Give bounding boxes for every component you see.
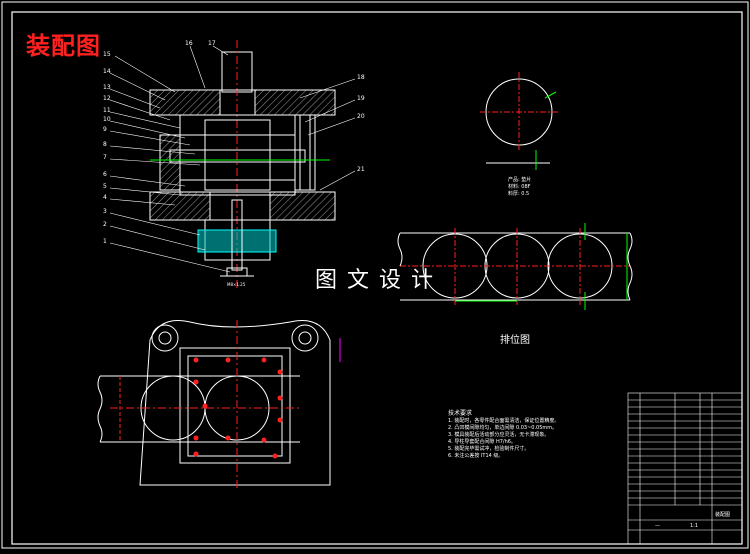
blank-part-view <box>480 72 558 170</box>
part-numbers-right: 18 19 20 21 <box>299 74 365 191</box>
tech-line: 6. 未注公差按 IT14 级。 <box>448 453 504 459</box>
assembly-section-view: M8×1.25 <box>149 40 336 290</box>
part-number: 9 <box>103 126 107 133</box>
part-number: 18 <box>357 74 365 81</box>
die-plan-view <box>97 320 341 490</box>
technical-requirements: 技术要求 1. 装配时，各零件配合面需清洁，保证位置精度。 2. 凸凹模间隙均匀… <box>448 410 598 460</box>
part-number: 4 <box>103 194 107 201</box>
part-number: 13 <box>103 84 111 91</box>
blank-part-note: 产品: 垫片 材料: 08F 料厚: 0.5 <box>508 177 531 198</box>
part-number: 5 <box>103 183 107 190</box>
strip-layout-caption: 排位图 <box>500 335 530 346</box>
guide-post-right <box>294 114 316 191</box>
part-numbers-top: 16 17 <box>185 40 229 89</box>
part-leaders-left <box>109 55 231 273</box>
part-number: 21 <box>357 166 365 173</box>
part-number: 2 <box>103 221 107 228</box>
part-number: 6 <box>103 171 107 178</box>
part-number: 19 <box>357 95 365 102</box>
tech-line: 4. 导柱导套配合间隙 H7/h6。 <box>448 439 516 445</box>
title-block-scale: 1:1 <box>690 523 698 529</box>
stripper-plate <box>169 149 306 163</box>
tech-line: 3. 模具装配后活动部分应灵活，无卡滞现象。 <box>448 432 550 438</box>
inner-frame <box>11 11 743 545</box>
part-number: 20 <box>357 113 365 120</box>
drawing-title: 装配图 <box>26 32 101 60</box>
tech-heading: 技术要求 <box>448 410 473 417</box>
part-number: 15 <box>103 51 111 58</box>
die-plate <box>179 179 296 196</box>
part-number: 1 <box>103 238 107 245</box>
watermark-text: 图文设计 <box>315 268 444 293</box>
part-number: 3 <box>103 208 107 215</box>
title-block-drawing-name: 装配图 <box>715 511 730 518</box>
rubber-spring <box>197 229 277 253</box>
note-line: 产品: 垫片 <box>508 177 532 183</box>
svg-text:M8×1.25: M8×1.25 <box>227 282 246 287</box>
title-block <box>627 392 743 545</box>
part-number: 7 <box>103 154 107 161</box>
note-line: 料厚: 0.5 <box>508 191 530 197</box>
tech-line: 2. 凸凹模间隙均匀，单边间隙 0.03~0.05mm。 <box>448 425 558 431</box>
strip-layout-view <box>397 223 633 310</box>
title-block-material: — <box>655 523 660 529</box>
tech-line: 5. 装配完毕需试冲，检验制件尺寸。 <box>448 446 530 452</box>
note-line: 材料: 08F <box>508 184 531 190</box>
part-number: 16 <box>185 40 193 47</box>
screw-holes <box>193 357 283 459</box>
part-number: 8 <box>103 141 107 148</box>
part-numbers-left: 15 14 13 12 11 10 9 8 7 6 5 4 3 2 1 <box>103 51 111 245</box>
part-number: 10 <box>103 116 111 123</box>
part-number: 17 <box>208 40 216 47</box>
part-number: 12 <box>103 95 111 102</box>
part-number: 11 <box>103 107 111 114</box>
punch <box>204 119 271 191</box>
title-block-text: 装配图 1:1 — <box>655 511 730 529</box>
tech-line: 1. 装配时，各零件配合面需清洁，保证位置精度。 <box>448 418 560 424</box>
part-number: 14 <box>103 68 111 75</box>
